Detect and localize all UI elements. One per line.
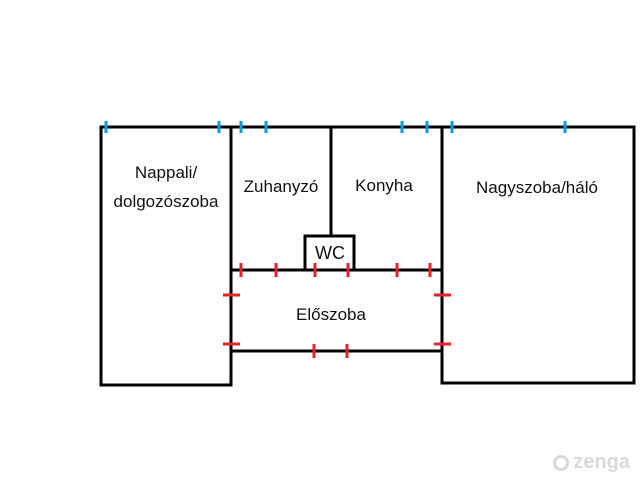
room-label-kitchen: Konyha: [355, 176, 413, 195]
room-label-bedroom: Nagyszoba/háló: [476, 178, 598, 197]
door-markers: [223, 263, 451, 358]
room-label-hall: Előszoba: [296, 305, 366, 324]
room-living-outline: [99, 125, 233, 387]
room-label-wc: WC: [315, 243, 345, 263]
room-label-shower: Zuhanyzó: [244, 177, 319, 196]
room-bedroom-outline: [440, 125, 636, 385]
room-label-living-line2: dolgozószoba: [114, 192, 219, 211]
room-label-living-line1: Nappali/: [135, 163, 198, 182]
window-markers: [104, 121, 567, 133]
logo-icon: [553, 454, 570, 471]
logo-text: zenga: [573, 451, 630, 473]
room-wc-outline: [303, 234, 356, 272]
zenga-logo: zenga: [553, 451, 630, 474]
